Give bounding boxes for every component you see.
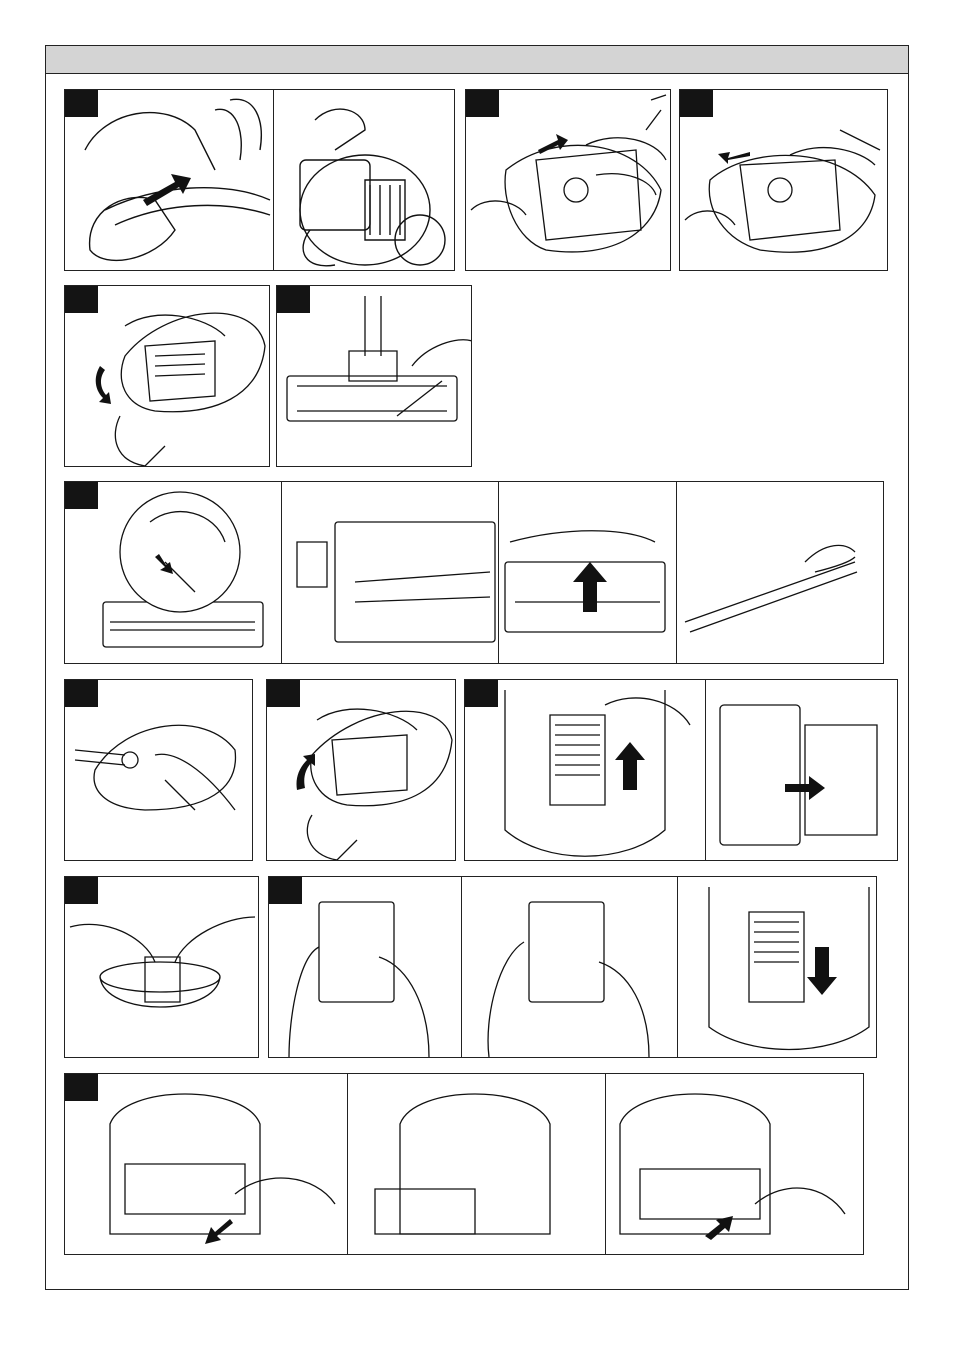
illustration-open-rear-cover	[65, 286, 270, 467]
step-panel-10	[64, 876, 259, 1058]
step-panel-5	[276, 285, 472, 467]
vacuum-icon	[105, 188, 270, 225]
filter-frame-icon	[529, 902, 604, 1002]
exhaust-filter-icon	[375, 1189, 475, 1234]
arrow-icon	[96, 366, 111, 404]
step-panel-3	[679, 89, 888, 271]
step-panel-4	[64, 285, 270, 467]
arrow-icon	[573, 562, 607, 612]
hand-icon	[235, 1178, 335, 1204]
step-panel-7	[64, 679, 253, 861]
bowl-icon	[100, 962, 220, 992]
filter-icon	[749, 912, 804, 1002]
filter-icon	[550, 715, 605, 805]
step-panel-6	[64, 481, 884, 664]
hand-icon	[115, 315, 225, 466]
step-panel-8	[266, 679, 456, 861]
step-panel-2	[465, 89, 671, 271]
floor-nozzle-icon	[287, 376, 457, 421]
hand-icon	[755, 1188, 845, 1214]
hand-icon	[307, 709, 417, 860]
illustration-remove-hose	[65, 680, 253, 861]
illustration-wash-filter	[65, 877, 259, 1058]
arrow-icon	[807, 947, 837, 995]
illustration-close-cover	[267, 680, 456, 861]
arrow-icon	[205, 1219, 233, 1244]
illustration-refit-filter	[269, 877, 877, 1058]
step-panel-11	[268, 876, 877, 1058]
filter-icon	[805, 725, 877, 835]
illustration-remove-motor-filter	[465, 680, 898, 861]
illustration-exhaust-filter	[65, 1074, 864, 1255]
vacuum-icon	[94, 725, 235, 810]
step-panel-9	[464, 679, 898, 861]
arrow-icon	[296, 754, 315, 790]
filter-frame-icon	[720, 705, 800, 845]
illustration-remove-bag	[680, 90, 888, 271]
hand-icon	[70, 917, 255, 962]
hand-icon	[488, 942, 649, 1057]
filter-frame-icon	[319, 902, 394, 1002]
illustration-brush-roll-cleaning	[65, 482, 884, 664]
hand-icon	[155, 754, 235, 810]
vacuum-icon	[121, 313, 265, 412]
vacuum-icon	[620, 1094, 770, 1234]
illustration-clean-nozzle	[277, 286, 472, 467]
exhaust-filter-icon	[125, 1164, 245, 1214]
arrow-icon	[143, 174, 191, 206]
hand-icon	[605, 698, 690, 725]
step-panel-1	[64, 89, 455, 271]
brush-roll-icon	[685, 562, 857, 632]
filter-icon	[145, 957, 180, 1002]
arrow-icon	[615, 742, 645, 790]
scissors-icon	[805, 545, 855, 572]
hose-icon	[75, 750, 125, 765]
hand-icon	[85, 113, 215, 261]
exhaust-filter-icon	[640, 1169, 760, 1219]
illustration-insert-bag	[466, 90, 671, 271]
hand-icon	[397, 340, 472, 416]
arrow-icon	[718, 152, 750, 164]
arrow-icon	[538, 134, 568, 154]
section-header-bar	[46, 46, 908, 74]
illustration-open-lid	[65, 90, 455, 271]
step-panel-12	[64, 1073, 864, 1255]
vacuum-icon	[709, 155, 875, 252]
